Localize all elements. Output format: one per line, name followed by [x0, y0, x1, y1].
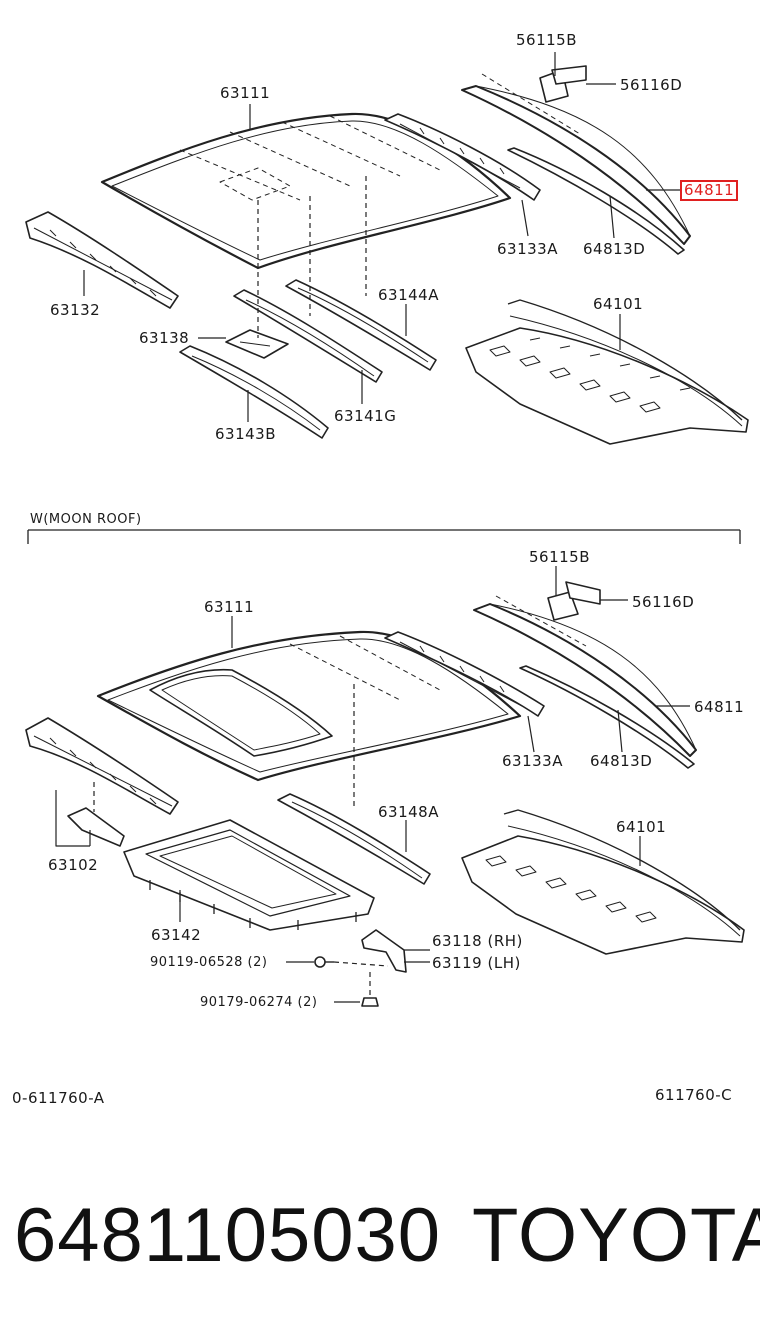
bottom-label-90119: 90119-06528 (2)	[150, 955, 268, 970]
top-roof-side-rail	[384, 113, 541, 201]
bottom-label-56115B: 56115B	[529, 548, 591, 566]
top-package-tray-64101	[465, 299, 749, 445]
bottom-package-tray-64101	[461, 809, 745, 955]
bottom-label-63118: 63118 (RH)	[432, 932, 523, 950]
bottom-label-64811: 64811	[694, 698, 745, 716]
top-label-63111: 63111	[220, 84, 271, 102]
top-label-63143B: 63143B	[215, 425, 277, 443]
bottom-label-64101: 64101	[616, 818, 667, 836]
top-roof-bow-63141G	[233, 289, 383, 383]
top-label-63141G: 63141G	[334, 407, 397, 425]
top-roof-bow-63143B	[179, 345, 329, 439]
bottom-label-63111: 63111	[204, 598, 255, 616]
top-label-56115B: 56115B	[516, 31, 578, 49]
footer-right-code: 611760-C	[655, 1086, 733, 1104]
bottom-bolt-90119	[314, 956, 334, 968]
top-label-63132: 63132	[50, 301, 101, 319]
moon-roof-variant-header: W(MOON ROOF)	[30, 512, 142, 527]
top-leader-lines	[83, 52, 680, 422]
bottom-leader-lines	[55, 566, 690, 1003]
bottom-label-64813D: 64813D	[590, 752, 653, 770]
top-label-63133A: 63133A	[497, 240, 558, 258]
bottom-label-63119: 63119 (LH)	[432, 954, 521, 972]
top-label-64811-highlighted: 64811	[680, 180, 739, 201]
bottom-nut-90179	[361, 997, 379, 1007]
bottom-label-63102: 63102	[48, 856, 99, 874]
bottom-label-63142: 63142	[151, 926, 202, 944]
bottom-roof-panel	[96, 630, 522, 782]
bottom-sunroof-housing-63142	[123, 819, 375, 931]
bottom-label-56116D: 56116D	[632, 593, 695, 611]
bottom-front-header-63102	[25, 717, 179, 847]
top-bracket-63138	[225, 329, 289, 359]
part-number: 6481105030	[14, 1193, 442, 1278]
bottom-roof-side-rail	[384, 631, 545, 717]
brand-name: TOYOTA	[472, 1193, 760, 1278]
top-label-64101: 64101	[593, 295, 644, 313]
top-roof-panel	[100, 112, 512, 270]
top-label-64813D: 64813D	[583, 240, 646, 258]
top-label-56116D: 56116D	[620, 76, 683, 94]
top-front-header-63132	[25, 211, 179, 309]
bottom-roof-bow-63148A	[277, 793, 431, 885]
footer-left-code: 0-611760-A	[12, 1089, 105, 1107]
bottom-label-90179: 90179-06274 (2)	[200, 995, 318, 1010]
top-back-glass	[461, 65, 691, 255]
top-roof-bow-63144A	[285, 279, 437, 371]
bottom-bracket-63118	[361, 929, 407, 973]
top-label-63138: 63138	[139, 329, 190, 347]
moon-roof-section-bracket	[27, 529, 741, 544]
bottom-label-63133A: 63133A	[502, 752, 563, 770]
top-label-63144A: 63144A	[378, 286, 439, 304]
bottom-label-63148A: 63148A	[378, 803, 439, 821]
bottom-back-glass	[473, 581, 697, 769]
